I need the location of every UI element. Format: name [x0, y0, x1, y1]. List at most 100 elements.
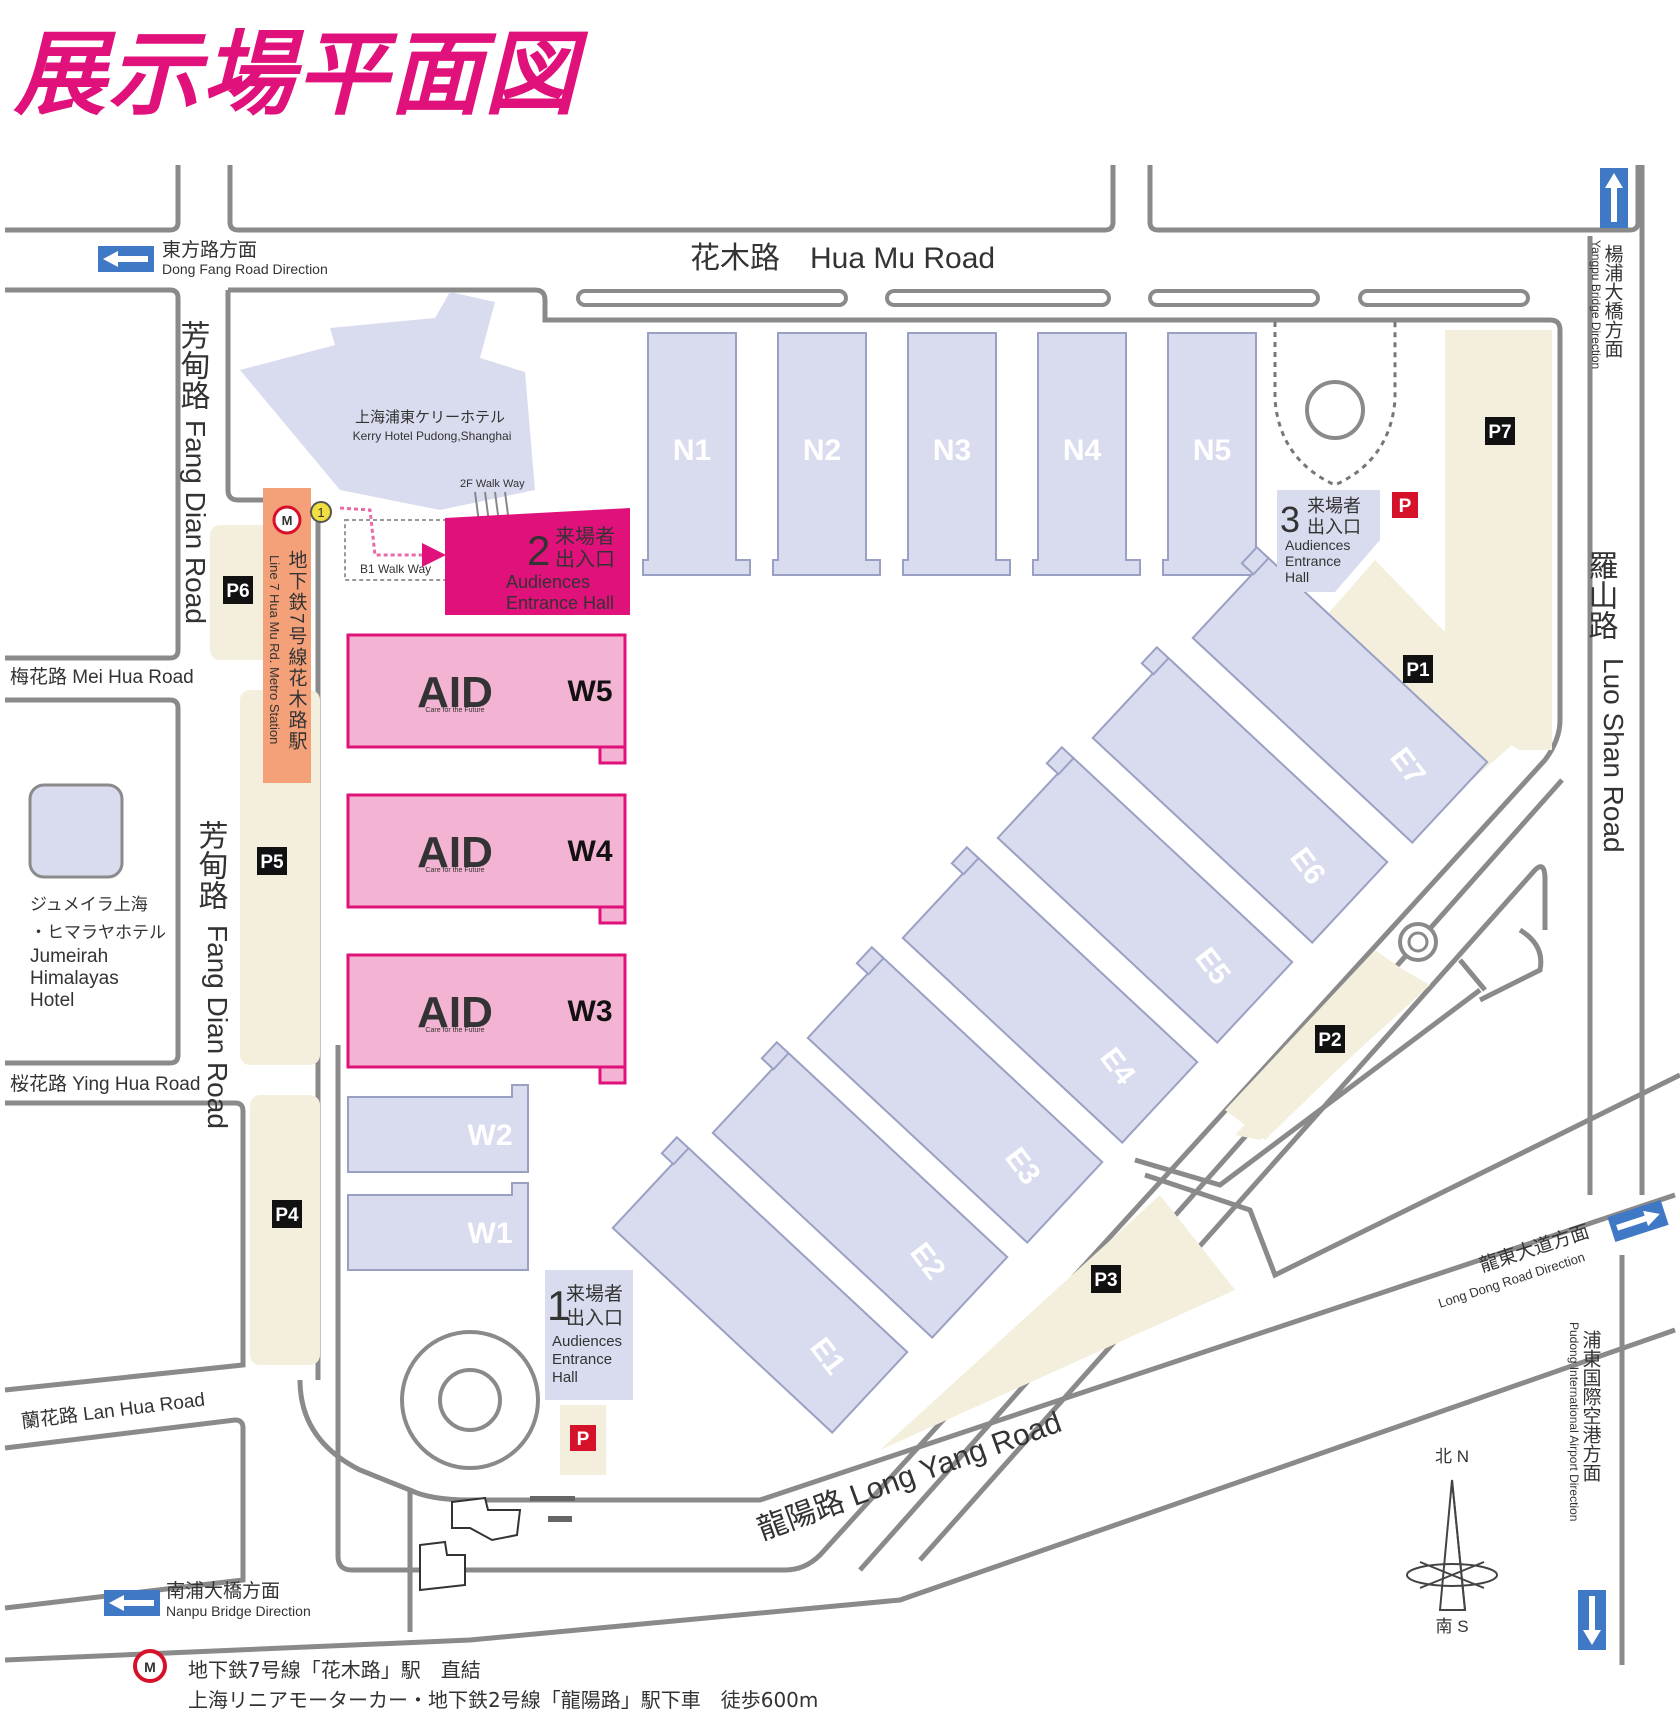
bus-stop-mark-2 [548, 1516, 572, 1522]
aid-logo: AID [417, 668, 493, 717]
airport-direction-en: Pudong International Airport Direction [1567, 1322, 1581, 1521]
compass-south: 南 S [1435, 1617, 1468, 1636]
hall-label: W3 [568, 995, 613, 1028]
parking-area-p4 [250, 1095, 320, 1365]
b1-walkway-arrow [339, 506, 446, 567]
hall-label: W1 [468, 1217, 513, 1250]
aid-logo: AID [417, 828, 493, 877]
parking-p5-badge: P5 [257, 847, 287, 875]
entrance-2-number: 2 [527, 527, 550, 574]
parking-area-p3 [880, 1195, 1235, 1450]
hall-w2[interactable]: W2 [347, 1084, 529, 1173]
fang-dian-mid-jp: 芳甸路 [194, 820, 229, 910]
hall-e4[interactable]: E4 [892, 845, 1199, 1144]
hall-label: W2 [468, 1119, 513, 1152]
airport-direction-jp: 浦東国際空港方面 [1580, 1330, 1602, 1482]
parking-p6-badge: P6 [223, 576, 253, 604]
luo-shan-jp: 羅山路 [1584, 550, 1618, 640]
svg-text:P1: P1 [1406, 660, 1430, 681]
luo-shan-en: Luo Shan Road [1598, 658, 1629, 853]
b1-walkway-outline [344, 519, 472, 581]
hall-label: N5 [1193, 434, 1231, 467]
entrance-3-en3: Hall [1285, 569, 1309, 585]
jumeirah-en3: Hotel [30, 990, 74, 1011]
hall-w1[interactable]: W1 [347, 1182, 529, 1271]
svg-text:P7: P7 [1488, 422, 1511, 443]
entrance-1-jp1: 来場者 [566, 1283, 623, 1305]
svg-text:P6: P6 [226, 581, 249, 602]
entrance-3-jp2: 出入口 [1307, 517, 1361, 537]
entrance-1-en1: Audiences [552, 1333, 622, 1350]
ying-hua-road-label: 桜花路 Ying Hua Road [10, 1073, 200, 1095]
hall-e2[interactable]: E2 [702, 1040, 1009, 1339]
road-network [4, 165, 1680, 1665]
entrance-2-hall[interactable] [445, 508, 630, 615]
aid-logo: AID [417, 988, 493, 1037]
mei-hua-road-label: 梅花路 Mei Hua Road [10, 666, 194, 688]
hall-e5[interactable]: E5 [987, 745, 1294, 1044]
svg-text:P2: P2 [1318, 1030, 1341, 1051]
parking-sign-south [570, 1425, 596, 1451]
entrance-2-en2: Entrance Hall [506, 593, 614, 613]
kerry-hotel-shape [240, 292, 535, 510]
parking-area-p5 [240, 690, 320, 1065]
hall-e1[interactable]: E1 [602, 1135, 909, 1434]
jumeirah-hotel-shape [28, 783, 124, 879]
road-labels: 花木路 Hua Mu Road 芳甸路 Fang Dian Road 芳甸路 F… [10, 239, 1629, 1619]
hall-n1[interactable]: N1 [642, 332, 751, 576]
entrance-3-hall[interactable] [1277, 490, 1380, 592]
footer-line-2: 上海リニアモーターカー・地下鉄2号線「龍陽路」駅下車 徒歩600m [188, 1688, 819, 1712]
page-title: 展示場平面図 [14, 21, 579, 128]
parking-p2-badge: P2 [1315, 1025, 1345, 1053]
jumeirah-en2: Himalayas [30, 968, 119, 989]
hall-e3[interactable]: E3 [797, 945, 1104, 1244]
footer-line-1: 地下鉄7号線「花木路」駅 直結 [188, 1658, 481, 1682]
walkway-2f-lines [474, 491, 511, 531]
jumeirah-jp1: ジュメイラ上海 [30, 895, 148, 914]
parking-p4-badge: P4 [272, 1200, 302, 1228]
plaza-circle [1305, 380, 1365, 440]
parking-area-p7 [1445, 330, 1552, 750]
hall-label: N2 [803, 434, 841, 467]
entrance-3-en1: Audiences [1285, 537, 1350, 553]
svg-text:M: M [282, 513, 293, 528]
hall-n3[interactable]: N3 [902, 332, 1011, 576]
hall-e7[interactable]: E7 [1182, 545, 1489, 844]
walkway-b1-label: B1 Walk Way [360, 562, 431, 576]
kerry-hotel-jp: 上海浦東ケリーホテル [355, 409, 505, 426]
dongfang-direction-jp: 東方路方面 [162, 239, 257, 261]
hall-n4[interactable]: N4 [1032, 332, 1141, 576]
jumeirah-jp2: ・ヒマラヤホテル [30, 923, 166, 942]
kerry-hotel-en: Kerry Hotel Pudong,Shanghai [353, 429, 512, 443]
parking-sign-east [1392, 492, 1418, 518]
hall-n2[interactable]: N2 [772, 332, 881, 576]
hall-label: N1 [673, 434, 711, 467]
entrance-2-jp1: 来場者 [555, 525, 615, 548]
svg-text:P3: P3 [1094, 1270, 1117, 1291]
compass-icon: 北 N 南 S [1406, 1447, 1498, 1636]
hall-label: W4 [568, 835, 613, 868]
jumeirah-en1: Jumeirah [30, 946, 108, 967]
parking-p1-badge: P1 [1403, 655, 1433, 683]
entrance-2-en1: Audiences [506, 572, 590, 592]
hall-n5[interactable]: N5 [1162, 332, 1271, 576]
aid-tagline: Care for the Future [425, 867, 484, 874]
metro-station-strip[interactable] [263, 488, 311, 783]
small-building-1 [451, 1496, 522, 1542]
hall-label: W5 [568, 675, 613, 708]
entrance-1-hall[interactable] [545, 1270, 633, 1400]
hall-e6[interactable]: E6 [1082, 645, 1389, 944]
aid-tagline: Care for the Future [425, 1027, 484, 1034]
parking-p3-badge: P3 [1091, 1265, 1121, 1293]
parking-areas [210, 330, 1552, 1475]
entrance-1-en2: Entrance [552, 1351, 612, 1368]
parking-p7-badge: P7 [1485, 417, 1515, 445]
svg-text:P: P [1399, 496, 1412, 517]
fang-dian-mid-en: Fang Dian Road [202, 925, 233, 1129]
